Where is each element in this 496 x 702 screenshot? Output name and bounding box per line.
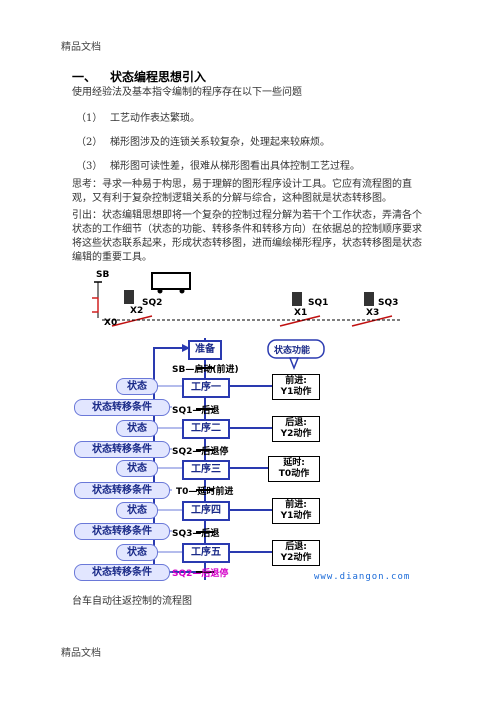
callout-state-function: 状态功能	[274, 346, 311, 356]
lead-paragraph: 引出：状态编辑思想即将一个复杂的控制过程分解为若干个工作状态，弄清各个状态的工作…	[72, 210, 422, 263]
side-tag-state: 状态	[116, 544, 158, 561]
side-tag-state: 状态	[116, 420, 158, 437]
transition-label: SQ3—后退	[172, 529, 220, 539]
step-box: 工序四	[182, 501, 230, 521]
step-box: 工序五	[182, 543, 230, 563]
step-box: 工序一	[182, 378, 230, 398]
issue-item: （3）梯形图可读性差，很难从梯形图看出具体控制工艺过程。	[76, 161, 360, 172]
action-box: 后退:Y2动作	[272, 416, 320, 442]
section-heading: 一、状态编程思想引入	[72, 68, 206, 85]
side-tag-state: 状态	[116, 502, 158, 519]
action-box: 延时:T0动作	[268, 456, 320, 482]
limit-switch-icon	[124, 290, 134, 304]
step-box: 工序二	[182, 419, 230, 439]
transition-label: T0—延时前进	[176, 487, 234, 497]
label-x2: X2	[130, 306, 144, 316]
cart-icon	[151, 272, 191, 290]
side-tag-transition: 状态转移条件	[74, 441, 170, 458]
side-tag-state: 状态	[116, 378, 158, 395]
action-box: 前进:Y1动作	[272, 374, 320, 400]
transition-label: SQ2—后退停	[172, 447, 229, 457]
side-tag-transition: 状态转移条件	[74, 523, 170, 540]
label-sq1: SQ1	[308, 298, 329, 308]
side-tag-transition: 状态转移条件	[74, 399, 170, 416]
limit-switch-icon	[364, 292, 374, 306]
section-number: 一、	[72, 70, 97, 84]
push-button-icon	[92, 297, 99, 313]
page-header: 精品文档	[61, 42, 101, 53]
action-box: 前进:Y1动作	[272, 498, 320, 524]
page-footer: 精品文档	[61, 648, 101, 659]
flow-diagram: SB X0 X2 SQ2 SQ1 X1 SQ3 X3 状态功能 准备 工序一 工…	[72, 268, 416, 588]
figure-caption: 台车自动往返控制的流程图	[72, 596, 192, 607]
label-sq3: SQ3	[378, 298, 399, 308]
transition-label: SQ2—后退停	[172, 569, 229, 579]
intro-paragraph: 使用经验法及基本指令编制的程序存在以下一些问题	[72, 87, 302, 98]
label-x0: X0	[104, 318, 118, 328]
limit-switch-icon	[292, 292, 302, 306]
action-box: 后退:Y2动作	[272, 540, 320, 566]
side-tag-state: 状态	[116, 460, 158, 477]
transition-label: SB—启动(前进)	[172, 365, 239, 375]
transition-label: SQ1—后退	[172, 406, 220, 416]
step-box: 准备	[188, 340, 222, 360]
label-sb: SB	[96, 270, 110, 280]
issue-item: （2）梯形图涉及的连锁关系较复杂，处理起来较麻烦。	[76, 137, 330, 148]
think-paragraph: 思考：寻求一种易于构思，易于理解的图形程序设计工具。它应有流程图的直观，又有利于…	[72, 179, 412, 204]
watermark-text: www.diangon.com	[314, 572, 411, 582]
side-tag-transition: 状态转移条件	[74, 564, 170, 581]
label-sq2: SQ2	[142, 298, 163, 308]
label-x3: X3	[366, 308, 380, 318]
label-x1: X1	[294, 308, 308, 318]
section-title: 状态编程思想引入	[110, 70, 207, 84]
side-tag-transition: 状态转移条件	[74, 482, 170, 499]
issue-item: （1）工艺动作表达繁琐。	[76, 113, 200, 124]
step-box: 工序三	[182, 460, 230, 480]
